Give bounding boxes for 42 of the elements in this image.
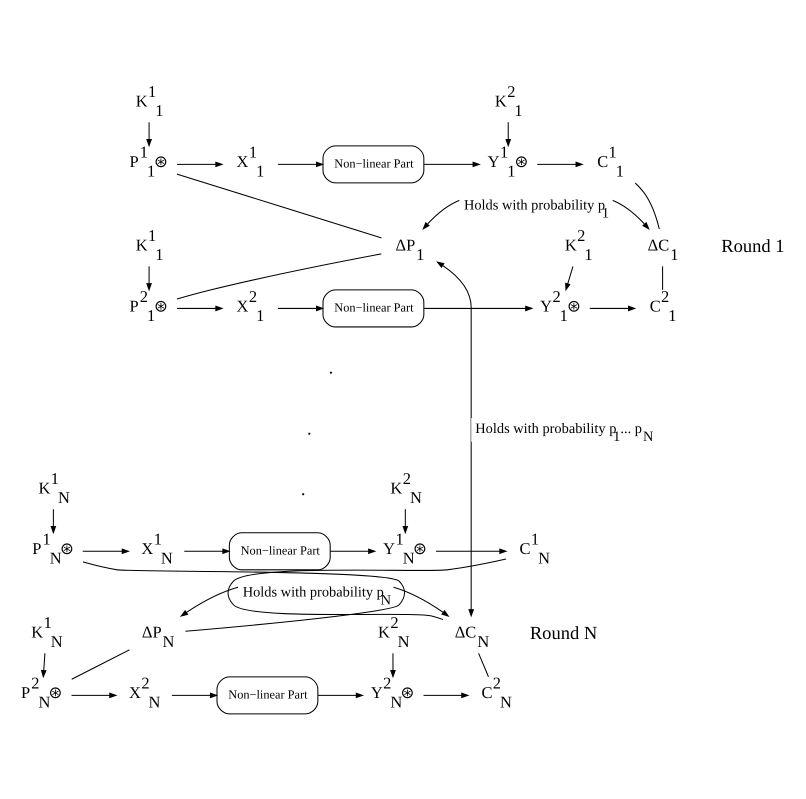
node-box: Non−linear Part [228,532,331,570]
connector [71,649,130,680]
arrow [436,261,474,618]
connector [176,174,382,238]
arrow [402,509,408,534]
arrow [184,548,231,554]
node-box: Non−linear Part [322,289,424,328]
arrow [390,653,396,678]
connector [82,561,405,632]
label: . [307,418,312,440]
arrow [146,266,152,292]
arrow [424,692,470,698]
arrow [172,692,218,698]
connector [176,253,382,300]
arrow [278,306,324,312]
arrow [537,161,584,168]
arrow [177,306,224,312]
connector [662,266,664,290]
arrow [590,306,636,312]
connector [228,558,506,620]
arrow [278,161,324,168]
arrow [505,122,512,148]
arrow [146,122,152,148]
arrow [177,161,224,168]
arrow [82,548,130,554]
arrow [565,266,574,292]
arrow [424,306,534,312]
node-box: Non−linear Part [216,676,318,714]
connector [634,182,660,230]
arrow [436,548,508,554]
arrow [50,509,56,534]
arrow [330,548,376,554]
arrow [40,653,47,678]
arrow [72,692,118,698]
connector [478,653,489,677]
node-box: Non−linear Part [322,145,424,184]
label: . [300,479,306,500]
label: Round 1 [721,236,785,258]
label: Round N [530,623,598,644]
arrow [318,692,364,698]
arrow [424,161,481,168]
label: . [328,358,334,379]
